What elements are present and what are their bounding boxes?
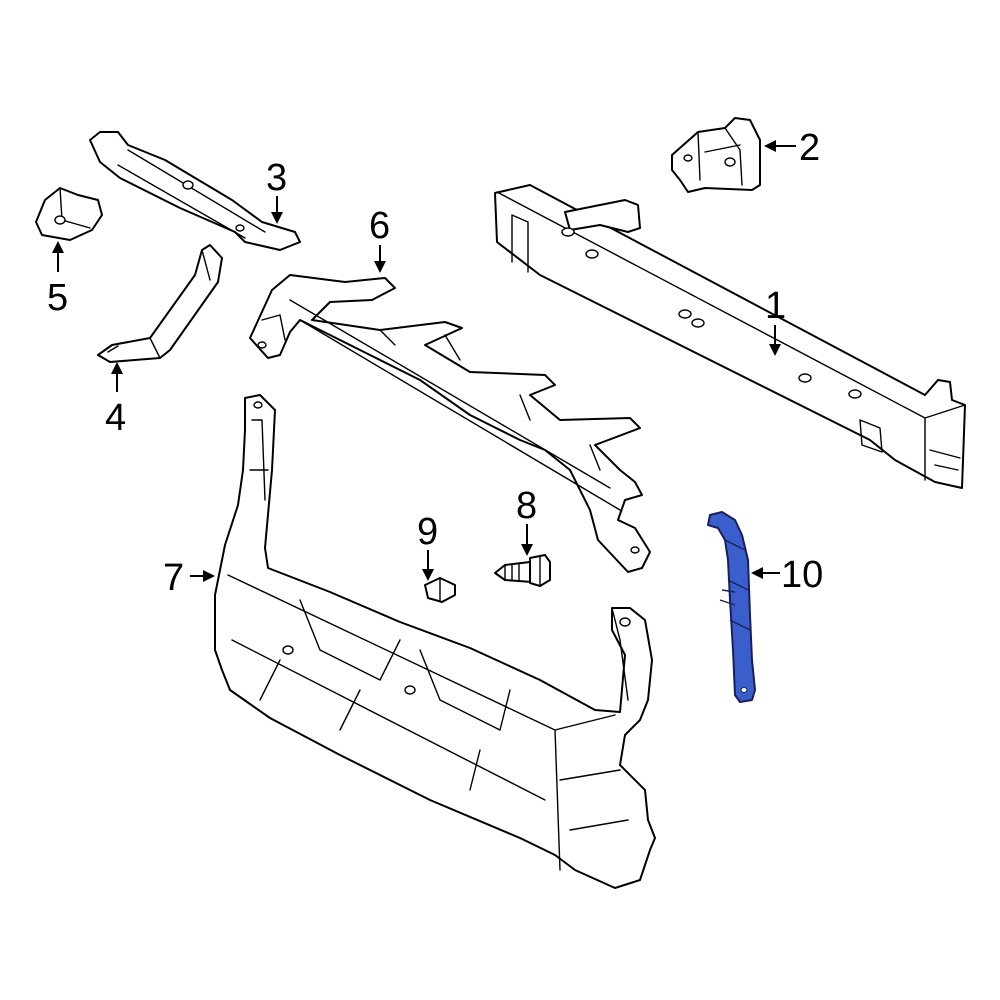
part-4-side-bracket[interactable] bbox=[97, 244, 223, 363]
callout-label-9: 9 bbox=[417, 511, 438, 553]
callout-2: 2 bbox=[764, 127, 820, 169]
callout-label-5: 5 bbox=[47, 277, 68, 319]
callout-1: 1 bbox=[765, 285, 786, 356]
callout-label-3: 3 bbox=[266, 157, 287, 199]
callout-6: 6 bbox=[369, 205, 390, 273]
callout-label-8: 8 bbox=[516, 485, 537, 527]
part-1-reinforcement-beam[interactable] bbox=[494, 184, 966, 489]
callout-label-1: 1 bbox=[765, 285, 786, 327]
callout-label-4: 4 bbox=[105, 397, 126, 439]
callout-7: 7 bbox=[163, 557, 215, 599]
part-10-highlighted-bracket[interactable] bbox=[707, 511, 756, 703]
callout-label-2: 2 bbox=[799, 127, 820, 169]
part-3-upper-mount[interactable] bbox=[89, 131, 301, 251]
part-9-clip[interactable] bbox=[424, 577, 456, 603]
part-6-upper-tie-bar[interactable] bbox=[249, 274, 651, 573]
callout-4: 4 bbox=[105, 362, 126, 439]
callout-label-7: 7 bbox=[163, 557, 184, 599]
callout-9: 9 bbox=[417, 511, 438, 581]
callout-label-6: 6 bbox=[369, 205, 390, 247]
part-7-radiator-support[interactable] bbox=[214, 394, 656, 889]
callout-label-10: 10 bbox=[781, 554, 823, 596]
part-2-bracket[interactable] bbox=[671, 117, 761, 193]
callout-5: 5 bbox=[47, 241, 68, 319]
callout-10: 10 bbox=[751, 554, 823, 596]
callout-8: 8 bbox=[516, 485, 537, 556]
callout-3: 3 bbox=[266, 157, 287, 224]
part-8-bolt[interactable] bbox=[494, 554, 551, 587]
part-5-small-mount[interactable] bbox=[35, 187, 103, 241]
